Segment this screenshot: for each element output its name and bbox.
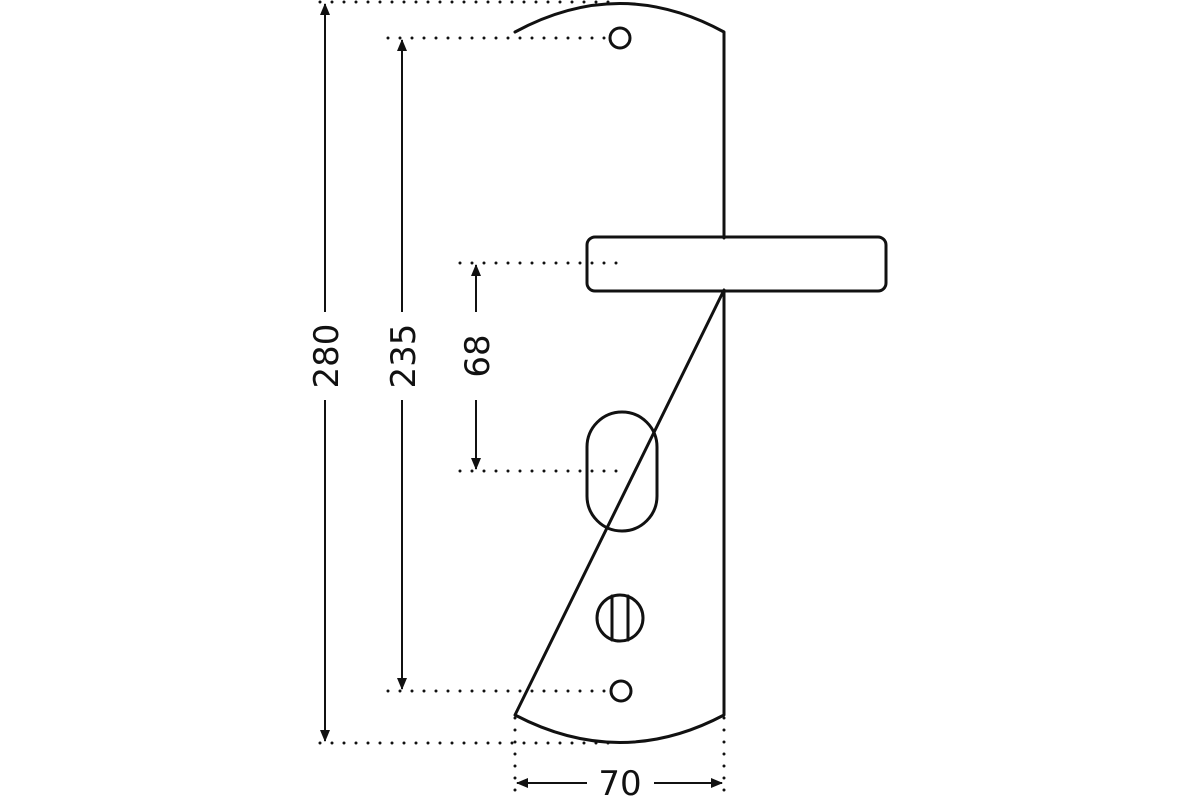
keyhole-slot <box>585 410 659 533</box>
extension-lines <box>318 0 726 800</box>
dimension-label-68: 68 <box>458 334 498 377</box>
top-mounting-hole <box>608 26 632 50</box>
dimension-label-280: 280 <box>307 324 347 389</box>
bottom-mounting-hole <box>609 679 633 703</box>
dimension-label-235: 235 <box>384 324 424 389</box>
dimension-overall-height: 280 <box>307 3 347 742</box>
dimension-hole-spacing: 235 <box>384 39 424 690</box>
dimension-label-70: 70 <box>598 764 641 800</box>
backplate <box>513 2 726 744</box>
lever-handle <box>585 235 888 293</box>
dimension-handle-to-keyhole: 68 <box>458 264 498 470</box>
thumb-turn-knob <box>595 593 645 643</box>
dimension-plate-width: 70 <box>516 764 723 800</box>
